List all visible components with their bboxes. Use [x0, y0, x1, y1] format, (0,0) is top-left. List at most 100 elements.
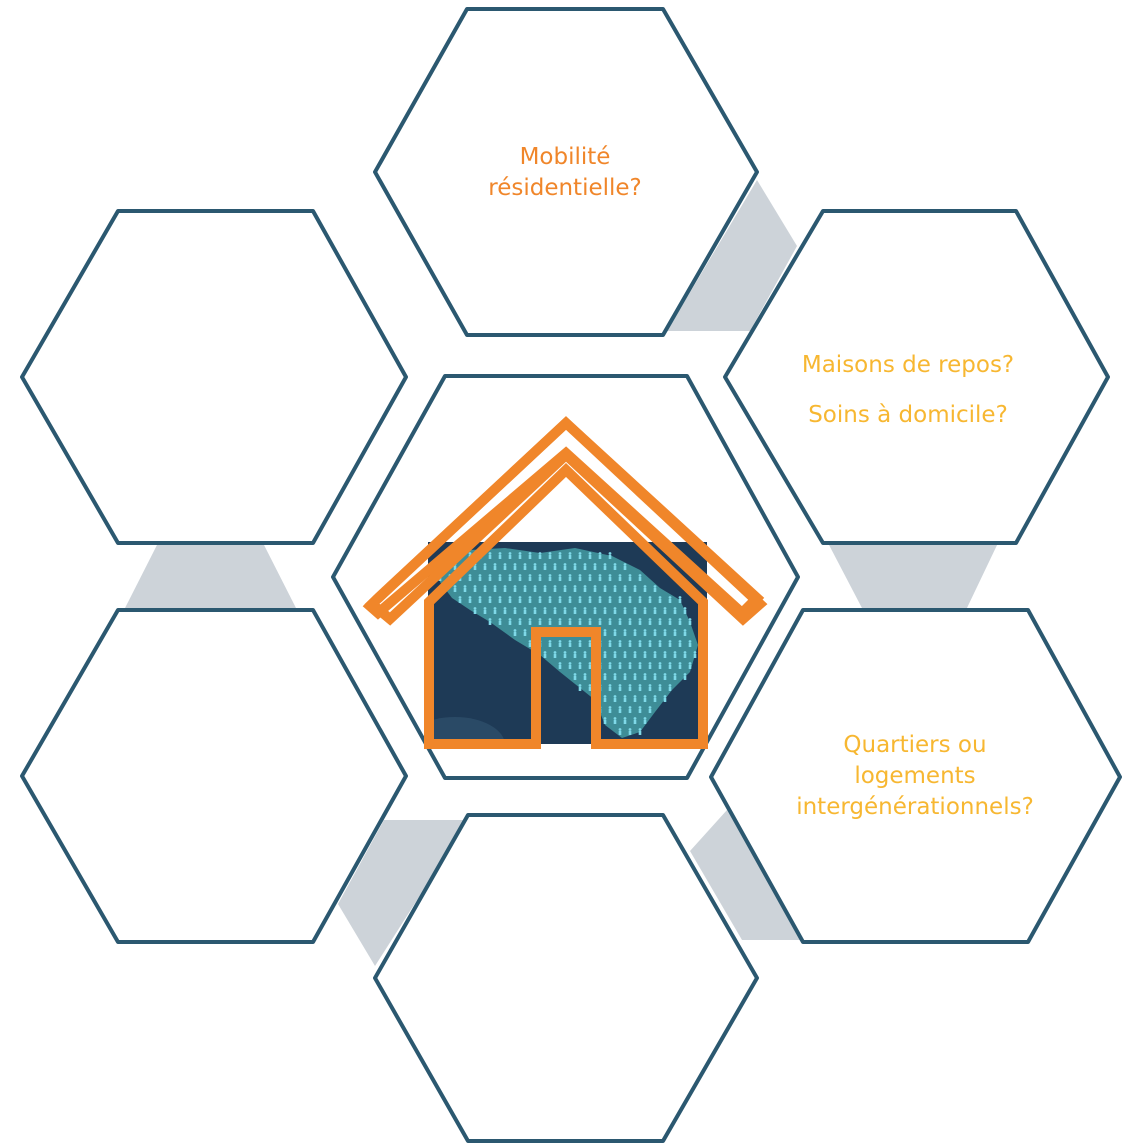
- person-icon: [588, 687, 592, 691]
- person-icon: [623, 695, 627, 698]
- person-icon: [513, 566, 517, 570]
- person-icon: [628, 596, 632, 599]
- person-icon: [633, 632, 637, 636]
- person-icon: [683, 676, 687, 680]
- person-icon: [618, 574, 622, 577]
- person-icon: [668, 621, 672, 625]
- person-icon: [513, 610, 517, 614]
- person-icon: [683, 673, 687, 676]
- person-icon: [483, 585, 487, 588]
- person-icon: [593, 607, 597, 610]
- person-icon: [638, 684, 642, 687]
- person-icon: [558, 599, 562, 603]
- person-icon: [618, 618, 622, 621]
- person-icon: [678, 640, 682, 643]
- person-icon: [663, 629, 667, 632]
- person-icon: [633, 654, 637, 658]
- person-icon: [548, 643, 552, 647]
- person-icon: [603, 563, 607, 566]
- person-icon: [473, 610, 477, 614]
- person-icon: [688, 640, 692, 643]
- person-icon: [533, 588, 537, 592]
- person-icon: [613, 566, 617, 570]
- person-icon: [548, 555, 552, 559]
- person-icon: [578, 618, 582, 621]
- person-icon: [693, 654, 697, 658]
- house-roof-outline: [364, 416, 768, 626]
- person-icon: [503, 585, 507, 588]
- person-icon: [528, 621, 532, 625]
- person-icon: [678, 596, 682, 599]
- person-icon: [648, 662, 652, 665]
- person-icon: [518, 555, 522, 559]
- person-icon: [638, 709, 642, 713]
- person-icon: [458, 599, 462, 603]
- person-icon: [643, 673, 647, 676]
- person-icon: [623, 588, 627, 592]
- person-icon: [498, 577, 502, 581]
- label-line: intergénérationnels?: [796, 794, 1034, 820]
- person-icon: [498, 599, 502, 603]
- person-icon: [528, 555, 532, 559]
- person-icon: [633, 717, 637, 720]
- person-icon: [523, 629, 527, 632]
- person-icon: [653, 676, 657, 680]
- label-line: Maisons de repos?: [801, 352, 1015, 378]
- person-icon: [518, 552, 522, 555]
- person-icon: [618, 662, 622, 665]
- label-maisons-soins: Maisons de repos? Soins à domicile?: [788, 340, 1028, 440]
- person-icon: [518, 574, 522, 577]
- person-icon: [553, 651, 557, 654]
- person-icon: [628, 574, 632, 577]
- person-icon: [463, 588, 467, 592]
- hexagon-top: [373, 7, 759, 337]
- person-icon: [513, 585, 517, 588]
- person-icon: [623, 629, 627, 632]
- person-icon: [643, 717, 647, 720]
- label-line: Mobilité: [519, 144, 611, 170]
- person-icon: [643, 588, 647, 592]
- person-icon: [658, 665, 662, 669]
- person-icon: [608, 684, 612, 687]
- person-icon: [648, 684, 652, 687]
- person-icon: [663, 654, 667, 658]
- person-icon: [648, 665, 652, 669]
- person-icon: [553, 585, 557, 588]
- person-icon: [563, 566, 567, 570]
- person-icon: [613, 563, 617, 566]
- person-icon: [663, 695, 667, 698]
- person-icon: [603, 566, 607, 570]
- person-icon: [613, 607, 617, 610]
- person-icon: [553, 563, 557, 566]
- person-icon: [573, 585, 577, 588]
- person-icon: [523, 588, 527, 592]
- person-icon: [673, 651, 677, 654]
- person-icon: [603, 651, 607, 654]
- person-icon: [658, 640, 662, 643]
- person-icon: [638, 643, 642, 647]
- connector-upper-right-to-lower-right: [828, 543, 998, 610]
- person-icon: [563, 607, 567, 610]
- person-icon: [623, 698, 627, 702]
- person-icon: [518, 596, 522, 599]
- person-icon: [593, 610, 597, 614]
- person-icon: [478, 599, 482, 603]
- person-icon: [513, 629, 517, 632]
- person-icon: [568, 643, 572, 647]
- person-icon: [503, 566, 507, 570]
- person-icon: [588, 574, 592, 577]
- person-icon: [553, 566, 557, 570]
- person-icon: [643, 698, 647, 702]
- person-icon: [688, 618, 692, 621]
- person-icon: [608, 643, 612, 647]
- person-icon: [658, 687, 662, 691]
- person-icon: [638, 618, 642, 621]
- person-icon: [683, 610, 687, 614]
- person-icon: [573, 607, 577, 610]
- person-icon: [658, 621, 662, 625]
- label-line: Soins à domicile?: [808, 402, 1008, 428]
- person-icon: [643, 607, 647, 610]
- person-icon: [573, 610, 577, 614]
- person-icon: [683, 651, 687, 654]
- person-icon: [628, 621, 632, 625]
